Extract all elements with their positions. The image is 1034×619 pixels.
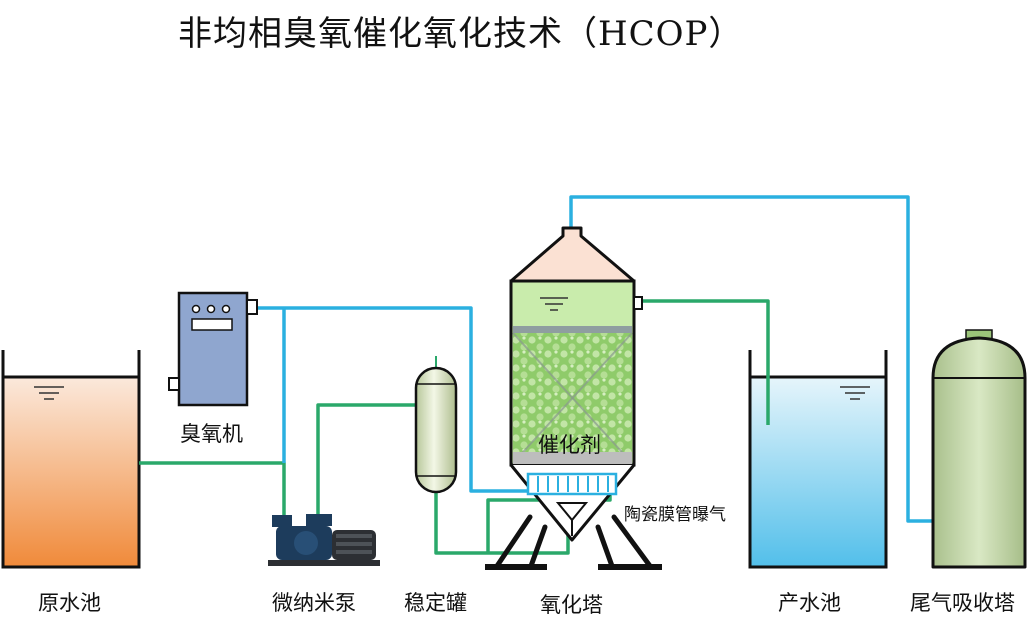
raw-water-tank-label: 原水池 [38,591,101,615]
raw-water-tank [1,350,141,569]
ozone-generator-label: 臭氧机 [180,422,243,446]
stabilizing-tank-label: 稳定罐 [404,591,467,615]
catalyst-label: 催化剂 [538,433,601,457]
ozone-generator [168,291,258,407]
water-level-icon [840,386,870,400]
stabilizing-tank [414,356,458,494]
oxidation-tower-label: 氧化塔 [540,593,603,617]
product-water-tank-label: 产水池 [778,591,841,615]
micro-nano-pump [268,514,380,566]
water-level-icon [540,297,568,311]
oxidation-tower [485,226,662,570]
ceramic-aerator-label: 陶瓷膜管曝气 [624,505,726,525]
diagram-title: 非均相臭氧催化氧化技术（HCOP） [178,14,744,54]
micro-nano-pump-label: 微纳米泵 [272,591,356,615]
ceramic-aerator-icon [526,472,618,496]
product-water-tank [748,350,888,569]
tail-gas-tower-label: 尾气吸收塔 [910,591,1015,615]
tail-gas-absorption-tower [931,329,1027,569]
water-level-icon [34,386,64,400]
